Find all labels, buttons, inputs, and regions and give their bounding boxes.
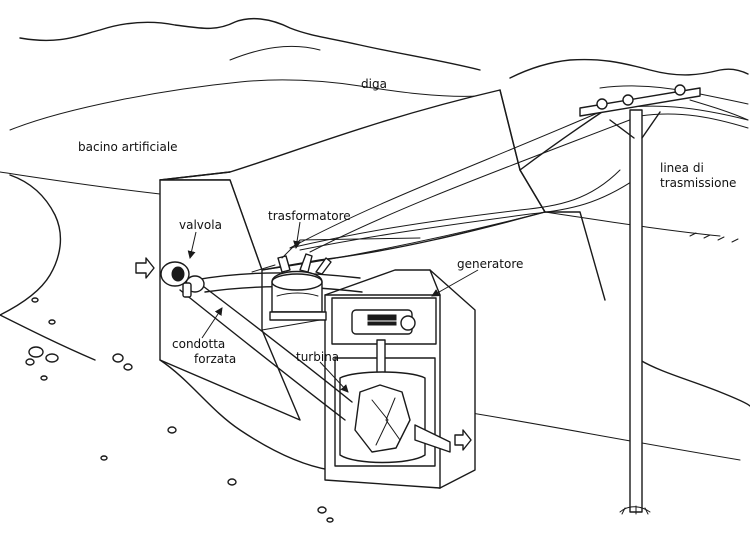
- powerhouse: [324, 269, 476, 489]
- flow-arrows: [135, 257, 472, 451]
- transmission-pole: [579, 84, 701, 515]
- leader-lines: [187, 221, 479, 393]
- label-linea-di: linea di: [660, 161, 704, 175]
- label-trasformatore: trasformatore: [268, 209, 351, 223]
- transformer: [251, 237, 421, 321]
- reservoir-lines: [0, 171, 161, 316]
- label-valvola: valvola: [179, 218, 222, 232]
- label-turbina: turbina: [296, 350, 340, 364]
- label-condotta: condotta: [172, 337, 226, 351]
- label-forzata: forzata: [194, 352, 237, 366]
- label-bacino-artificiale: bacino artificiale: [78, 140, 178, 154]
- valve: [160, 261, 205, 298]
- label-trasmissione: trasmissione: [660, 176, 737, 190]
- label-generatore: generatore: [457, 257, 524, 271]
- label-diga: diga: [361, 77, 387, 91]
- mountains: [9, 17, 749, 131]
